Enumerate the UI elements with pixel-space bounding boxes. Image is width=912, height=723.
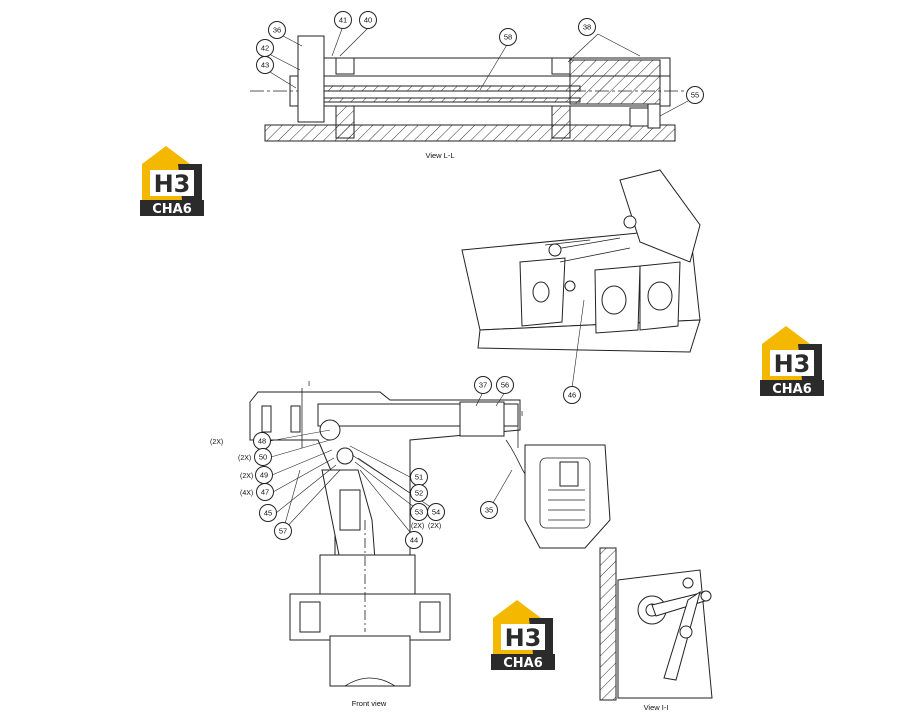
svg-text:50: 50 [259,453,267,462]
svg-text:38: 38 [583,23,591,32]
svg-text:CHA6: CHA6 [152,202,192,217]
callout-47: 47 [256,483,274,501]
multiplier-47: (4X) [240,490,253,497]
watermark-logo-right: H3 CHA6 [760,326,824,397]
callout-49: 49 [255,466,273,484]
svg-text:56: 56 [501,381,509,390]
svg-text:45: 45 [264,509,272,518]
svg-text:46: 46 [568,391,576,400]
svg-text:47: 47 [261,488,269,497]
svg-text:49: 49 [260,471,268,480]
view-ll-label: View L-L [425,151,454,160]
svg-text:55: 55 [691,91,699,100]
callout-35: 35 [480,501,498,519]
callout-46: 46 [563,386,581,404]
svg-text:53: 53 [415,508,423,517]
svg-text:37: 37 [479,381,487,390]
svg-text:H3: H3 [154,170,191,198]
svg-text:48: 48 [258,437,266,446]
callout-53: 53 [410,503,428,521]
multiplier-50: (2X) [238,455,251,462]
callout-38: 38 [578,18,596,36]
isometric-drawing [461,169,701,353]
svg-text:CHA6: CHA6 [772,382,812,397]
callout-57: 57 [274,522,292,540]
multiplier-53: (2X) [411,523,424,530]
callout-36-top: 36 [268,21,286,39]
front-view-drawing [249,388,611,687]
watermark-logo-left: H3 CHA6 [140,146,204,217]
callout-42: 42 [256,39,274,57]
svg-text:36: 36 [273,26,281,35]
watermark-logo-bottom: H3 CHA6 [491,600,555,671]
multiplier-49: (2X) [240,473,253,480]
svg-text:42: 42 [261,44,269,53]
callout-37: 37 [474,376,492,394]
callout-40: 40 [359,11,377,29]
callout-55: 55 [686,86,704,104]
svg-text:52: 52 [415,489,423,498]
svg-text:44: 44 [410,536,418,545]
callout-bubbles: 36 42 43 41 40 58 38 55 46 37 56 48 50 4… [253,11,704,549]
svg-text:43: 43 [261,61,269,70]
svg-text:54: 54 [432,508,440,517]
callout-41: 41 [334,11,352,29]
front-view-label: Front view [352,699,387,708]
callout-56: 56 [496,376,514,394]
svg-text:58: 58 [504,33,512,42]
callout-51: 51 [410,468,428,486]
callout-44: 44 [405,531,423,549]
leader-lines [269,25,689,538]
multiplier-54: (2X) [428,523,441,530]
section-mark-left: I [308,379,310,388]
callout-48: 48 [253,432,271,450]
multiplier-48: (2X) [210,439,223,446]
section-mark-right: I [521,409,523,418]
svg-text:41: 41 [339,16,347,25]
svg-text:H3: H3 [774,350,811,378]
callout-52: 52 [410,484,428,502]
svg-text:H3: H3 [505,624,542,652]
svg-text:57: 57 [279,527,287,536]
callout-54: 54 [427,503,445,521]
view-ii-label: View I-I [644,703,669,712]
callout-50: 50 [254,448,272,466]
view-ii-drawing [599,547,713,701]
view-ll-drawing [250,35,690,142]
callout-45: 45 [259,504,277,522]
svg-text:35: 35 [485,506,493,515]
svg-text:51: 51 [415,473,423,482]
svg-text:CHA6: CHA6 [503,656,543,671]
svg-text:40: 40 [364,16,372,25]
callout-43: 43 [256,56,274,74]
callout-58: 58 [499,28,517,46]
